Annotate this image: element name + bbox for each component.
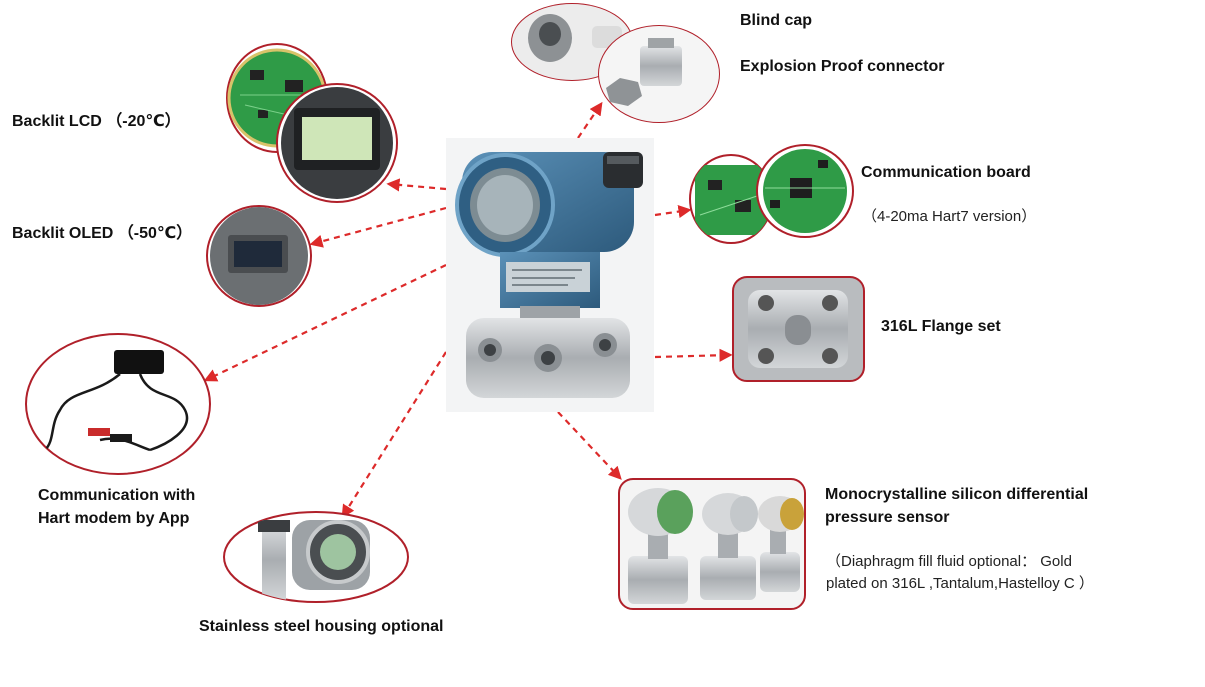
label-sensor-note-line1: （Diaphragm fill fluid optional： Gold [826,553,1072,570]
label-backlit-oled: Backlit OLED （-50℃） [12,225,193,242]
label-communication-board-note: （4-20ma Hart7 version） [862,208,1037,225]
label-stainless-housing: Stainless steel housing optional [199,618,444,635]
arrow-to-board [654,205,692,219]
arrow-to-sensor [557,411,622,480]
steel-housing-image [223,511,409,603]
hart-modem-image [25,333,211,475]
label-sensor-line1: Monocrystalline silicon differential [825,486,1089,503]
label-hart-modem-line2: Hart modem by App [38,510,190,527]
cable-gland-image [511,3,720,123]
arrow-to-flange [654,348,733,362]
arrow-to-connectors [577,101,603,139]
lcd-display-image [226,43,398,203]
label-backlit-lcd: Backlit LCD （-20℃） [12,113,181,130]
circuit-board-image [689,144,854,244]
label-hart-modem-line1: Communication with [38,487,196,504]
arrow-to-oled [309,206,447,248]
sensor-capsule-image [618,478,806,610]
label-sensor-note-line2: plated on 316L ,Tantalum,Hastelloy C ） [826,575,1094,592]
connector-arrows [203,101,733,519]
label-sensor-line2: pressure sensor [825,509,950,526]
oled-display-image [206,205,312,307]
label-communication-board: Communication board [861,164,1031,181]
arrow-to-lcd [386,178,447,192]
flange-image [732,276,865,382]
arrow-to-housing [341,351,447,519]
pressure-transmitter-image [446,138,654,412]
label-blind-cap: Blind cap [740,12,813,29]
label-flange-set: 316L Flange set [881,318,1001,335]
arrow-to-modem [203,264,447,382]
label-explosion-proof-connector: Explosion Proof connector [740,58,945,75]
